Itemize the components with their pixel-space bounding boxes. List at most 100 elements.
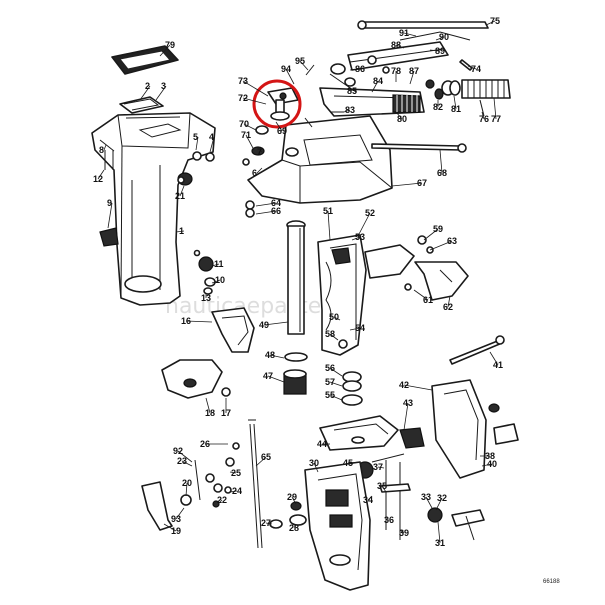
- leader-line-43: [403, 402, 409, 431]
- callout-93: 93: [171, 514, 181, 524]
- callout-50: 50: [329, 312, 339, 322]
- leader-line-70: [243, 123, 257, 131]
- part-4-5-bolts: [104, 150, 215, 170]
- part-41-tilt-rod: [449, 335, 505, 365]
- callout-10: 10: [215, 275, 225, 285]
- leader-line-58: [329, 333, 339, 341]
- callout-88: 88: [391, 40, 401, 50]
- callout-78: 78: [391, 66, 401, 76]
- callout-68: 68: [437, 168, 447, 178]
- leader-line-88: [395, 44, 405, 49]
- part-21-bushing: [177, 172, 193, 186]
- leader-line-4: [209, 136, 215, 153]
- leader-line-18: [205, 397, 211, 414]
- leader-line-79: [159, 44, 171, 57]
- leader-line-83: [343, 109, 351, 113]
- leader-line-5: [195, 136, 199, 151]
- callout-39: 39: [399, 528, 409, 538]
- callout-72: 72: [238, 93, 248, 103]
- leader-line-27: [265, 522, 273, 525]
- callout-6: 6: [252, 168, 257, 178]
- leader-line-12: [97, 169, 105, 180]
- callout-16: 16: [181, 316, 191, 326]
- part-49-steering-tube: [286, 220, 306, 335]
- callout-91: 91: [399, 28, 409, 38]
- leader-line-47: [267, 375, 285, 383]
- part-20-26-small-pieces: [180, 442, 240, 508]
- leader-line-16: [185, 320, 213, 323]
- callout-84: 84: [373, 76, 383, 86]
- callout-85: 85: [347, 86, 357, 96]
- catalog-code: 66188: [543, 579, 560, 585]
- leader-line-8: [103, 144, 107, 151]
- part-18-cover: [161, 359, 231, 399]
- leader-line-41: [489, 351, 499, 366]
- part-19-shift-bracket: [141, 481, 173, 531]
- leader-line-34: [367, 495, 373, 501]
- leader-line-93: [175, 507, 185, 520]
- callout-43: 43: [403, 398, 413, 408]
- callout-29: 29: [287, 492, 297, 502]
- callout-9: 9: [107, 198, 112, 208]
- leader-line-74: [467, 65, 477, 70]
- part-27-29-fittings: [269, 501, 307, 529]
- callout-69: 69: [277, 126, 287, 136]
- part-30-clamp-bracket: [304, 461, 371, 591]
- leader-line-85: [347, 85, 353, 92]
- callout-7: 7: [257, 147, 262, 157]
- callout-83: 83: [345, 105, 355, 115]
- callout-23: 23: [177, 456, 187, 466]
- callout-33: 33: [421, 492, 431, 502]
- leader-line-48: [269, 354, 285, 359]
- callout-49: 49: [259, 320, 269, 330]
- part-31-33-handle: [427, 507, 485, 541]
- callout-3: 3: [161, 81, 166, 91]
- leader-line-56: [329, 367, 343, 377]
- part-10-11-13-stack: [193, 249, 216, 295]
- leader-line-1: [175, 230, 185, 233]
- part-80-84-tiller-arm: [319, 87, 425, 117]
- callout-13: 13: [201, 293, 211, 303]
- callout-20: 20: [182, 478, 192, 488]
- callout-79: 79: [165, 40, 175, 50]
- callout-25: 25: [231, 468, 241, 478]
- leader-line-89: [429, 49, 441, 52]
- leader-line-71: [245, 134, 255, 151]
- callout-12: 12: [93, 174, 103, 184]
- callout-89: 89: [435, 46, 445, 56]
- callout-17: 17: [221, 408, 231, 418]
- leader-line-49: [263, 321, 289, 326]
- leader-line-25: [229, 471, 237, 474]
- part-79-gasket: [111, 45, 179, 75]
- leader-line-54: [349, 327, 361, 331]
- leader-line-69: [275, 121, 283, 132]
- leader-line-21: [179, 185, 185, 197]
- callout-27: 27: [261, 518, 271, 528]
- leader-line-95: [299, 60, 309, 71]
- leader-line-92: [177, 450, 193, 463]
- part-59-63-lever: [364, 235, 469, 301]
- part-74-bolt: [459, 59, 473, 71]
- leader-line-87: [409, 70, 415, 85]
- callout-44: 44: [317, 439, 327, 449]
- leader-line-23: [181, 460, 193, 467]
- leader-line-63: [429, 240, 453, 251]
- leader-line-73: [242, 80, 269, 97]
- callout-8: 8: [99, 145, 104, 155]
- callout-56: 56: [325, 363, 335, 373]
- leader-line-29: [291, 496, 297, 505]
- leader-line-55: [329, 394, 343, 401]
- callout-36: 36: [384, 515, 394, 525]
- leader-line-7: [259, 149, 263, 153]
- leader-line-10: [211, 279, 221, 284]
- callout-2: 2: [145, 81, 150, 91]
- leader-line-32: [435, 497, 443, 511]
- part-70-71-nuts: [242, 125, 269, 166]
- leader-line-52: [357, 212, 371, 237]
- part-78-87-fasteners: [330, 66, 485, 117]
- leader-line-62: [447, 295, 451, 308]
- leader-line-72: [242, 97, 267, 105]
- callout-55: 55: [325, 390, 335, 400]
